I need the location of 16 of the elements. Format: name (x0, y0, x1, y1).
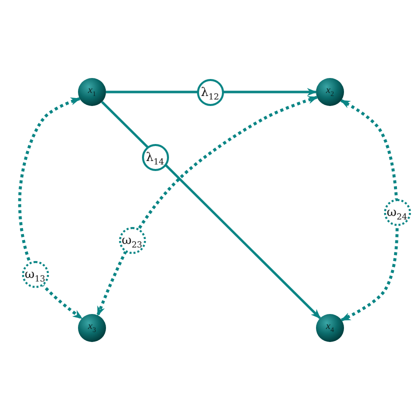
edge-label: λ$_{12}$ (196, 78, 224, 106)
arrow (106, 88, 317, 96)
edge-label: ω$_{23}$ (118, 226, 146, 254)
node-label: x$_{4}$ (326, 322, 334, 334)
edge-label: ω$_{13}$ (22, 260, 48, 288)
sphere-node (316, 78, 344, 106)
sphere-node (78, 78, 106, 106)
node-label: x$_{3}$ (88, 322, 96, 334)
sphere-node (316, 314, 344, 342)
double-headed-arrow (340, 99, 399, 322)
sphere-node (78, 314, 106, 342)
node-label: x$_{2}$ (326, 86, 334, 98)
edge-label: ω$_{24}$ (384, 198, 410, 226)
double-headed-arrow (18, 97, 83, 320)
node-label: x$_{1}$ (88, 86, 96, 98)
edge-label: λ$_{14}$ (142, 144, 168, 170)
